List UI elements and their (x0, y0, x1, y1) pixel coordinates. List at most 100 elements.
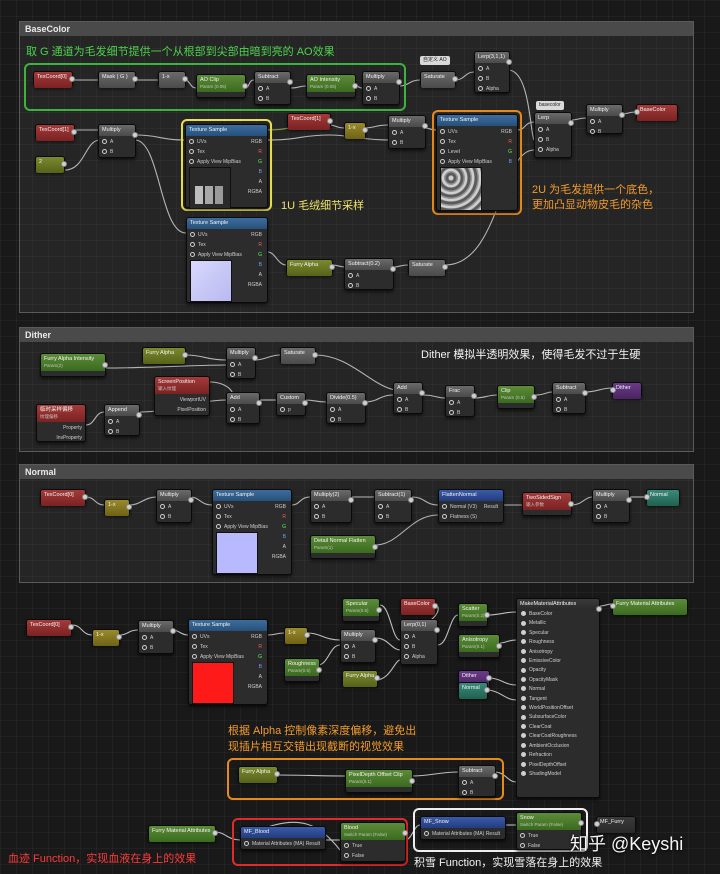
node-furry-material-attributes[interactable]: Furry Material Attributes (610, 598, 688, 615)
node-texcoord0[interactable]: TexCoord[0] (33, 71, 75, 88)
material-attribute-pin[interactable]: Opacity (517, 666, 599, 675)
material-attribute-pin[interactable]: BaseColor (517, 610, 599, 619)
node-basecolor-m[interactable]: BaseColor (400, 598, 438, 615)
node-mask-g[interactable]: Mask ( G ) (98, 71, 138, 88)
material-attribute-pin[interactable]: Refraction (517, 751, 599, 760)
comment-box-normal[interactable]: Normal (19, 464, 694, 583)
highlight-ao (24, 63, 406, 111)
material-attribute-pin[interactable]: SubsurfaceColor (517, 713, 599, 722)
material-attribute-pin[interactable]: PixelDepthOffset (517, 761, 599, 770)
material-attribute-pin[interactable]: ClearCoat (517, 723, 599, 732)
node-texcoord-n[interactable]: TexCoord[0] (40, 489, 88, 506)
material-attribute-pin[interactable]: Tangent (517, 695, 599, 704)
node-one-minus-n[interactable]: 1-x (104, 499, 132, 516)
node-one-minus-m[interactable]: 1-x (92, 629, 122, 646)
node-custom[interactable]: Custom p (276, 392, 308, 416)
highlight-fuzz-1u (181, 119, 272, 211)
node-basecolor-out[interactable]: BaseColor (634, 104, 678, 121)
node-furry-alpha-3[interactable]: Furry Alpha (342, 670, 380, 687)
node-texcoord1[interactable]: TexCoord[1] (35, 124, 77, 141)
node-furry-material-attributes-2[interactable]: Furry Material Attributes (148, 825, 218, 842)
node-one-minus[interactable]: 1-x (158, 71, 188, 88)
node-one-minus-m2[interactable]: 1-x (284, 627, 310, 644)
node-texcoord1-b[interactable]: TexCoord[1] (287, 113, 333, 130)
node-mf-furry[interactable]: MF_Furry (594, 816, 636, 833)
node-furry-alpha-4[interactable]: Furry Alpha (238, 766, 280, 783)
node-normal-out[interactable]: Normal (644, 489, 680, 506)
node-furry-alpha[interactable]: Furry Alpha (286, 259, 335, 276)
wire (307, 632, 341, 641)
material-attribute-label: ClearCoatRoughness (529, 733, 577, 740)
material-attribute-pin[interactable]: WorldPositionOffset (517, 704, 599, 713)
node-mf-snow[interactable]: MF_Snow Material Attributes (MA)Result (420, 816, 506, 840)
node-one-minus-b[interactable]: 1-x (344, 122, 368, 139)
node-normal-m[interactable]: Normal (458, 682, 490, 699)
material-attribute-pin[interactable]: Specular (517, 629, 599, 638)
node-mf-blood[interactable]: MF_Blood Material Attributes (MA)Result (240, 826, 326, 850)
material-attribute-pin[interactable]: Normal (517, 685, 599, 694)
node-saturate-2[interactable]: Saturate (408, 259, 448, 276)
material-attribute-pin[interactable]: Roughness (517, 638, 599, 647)
material-attribute-pin[interactable]: EmissiveColor (517, 657, 599, 666)
node-furry-alpha-2[interactable]: Furry Alpha (142, 347, 188, 364)
material-attribute-pin[interactable]: ShadingModel (517, 770, 599, 779)
node-dither-out[interactable]: Dither (610, 382, 642, 399)
texture-preview-normal (216, 532, 258, 574)
material-attribute-pin[interactable]: ClearCoatRoughness (517, 732, 599, 741)
material-attribute-pin[interactable]: Metallic (517, 619, 599, 628)
node-texcoord-m[interactable]: TexCoord[0] (26, 619, 74, 636)
material-attribute-pin[interactable]: Anisotropy (517, 648, 599, 657)
material-attribute-pin[interactable]: OpacityMask (517, 676, 599, 685)
node-param-2[interactable]: 2 (35, 156, 67, 173)
node-saturate-3[interactable]: Saturate (280, 347, 318, 364)
material-attribute-pin[interactable]: AmbientOcclusion (517, 742, 599, 751)
node-saturate[interactable]: Saturate (420, 71, 458, 88)
